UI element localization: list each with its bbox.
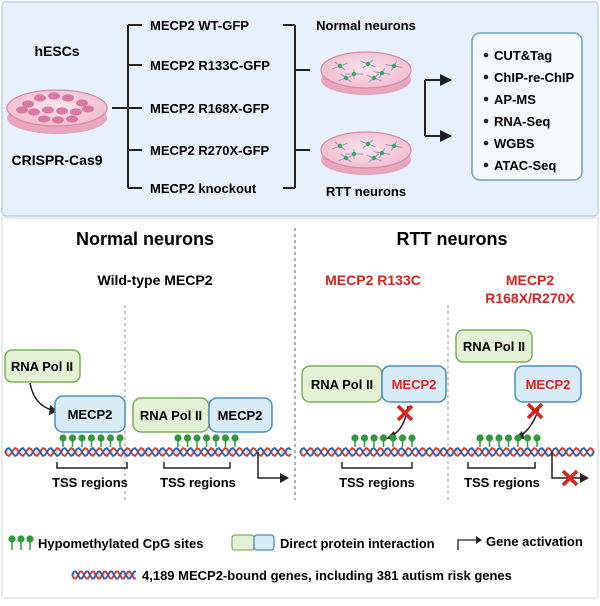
tss-bracket-1 xyxy=(56,462,128,469)
tss-bracket-4 xyxy=(467,462,536,469)
r133c-subtitle: MECP2 R133C xyxy=(325,272,421,288)
line-knockout: MECP2 knockout xyxy=(150,181,257,196)
normal-neuron-dish xyxy=(320,51,412,95)
trunc-subtitle-1: MECP2 xyxy=(506,272,554,288)
dna-strand xyxy=(4,447,595,457)
assay-bracket xyxy=(424,74,452,142)
rna-pol-box-4 xyxy=(455,329,533,363)
tss-label-1: TSS regions xyxy=(52,475,128,490)
activation-arrowhead-2 xyxy=(280,473,289,483)
rtt-title: RTT neurons xyxy=(397,229,508,249)
block-icon-activation xyxy=(561,469,579,487)
rtt-neuron-dish xyxy=(320,131,412,175)
rna-pol-label-3: RNA Pol II xyxy=(311,377,373,392)
assay-ap-ms: AP-MS xyxy=(494,92,536,107)
line-wt: MECP2 WT-GFP xyxy=(150,18,249,33)
cpg-cluster-4 xyxy=(476,434,541,447)
dna-helix-normal xyxy=(4,447,292,457)
mecp2-box-1 xyxy=(54,395,126,433)
legend-activation-text: Gene activation xyxy=(486,534,583,549)
tss-label-4: TSS regions xyxy=(464,475,540,490)
block-icon-3 xyxy=(396,404,414,422)
wt-subtitle: Wild-type MECP2 xyxy=(98,272,213,288)
assay-chip-re-chip: ChIP-re-ChIP xyxy=(494,70,575,85)
activation-arrowhead-4 xyxy=(580,473,589,483)
line-r270x: MECP2 R270X-GFP xyxy=(150,143,270,158)
mecp2-label-1: MECP2 xyxy=(68,407,113,422)
legend-interaction-text: Direct protein interaction xyxy=(280,536,435,551)
mecp2-box-2 xyxy=(208,397,273,433)
legend-cpg-text: Hypomethylated CpG sites xyxy=(38,536,203,551)
block-icon-4 xyxy=(526,402,544,420)
tss-label-2: TSS regions xyxy=(160,475,236,490)
dna-helix-rtt xyxy=(299,447,595,457)
hesc-dish xyxy=(6,89,108,134)
tss-bracket-3 xyxy=(341,462,413,469)
bracket-ticks-left xyxy=(128,24,142,189)
mecp2-label-3: MECP2 xyxy=(392,377,437,392)
line-r168x: MECP2 R168X-GFP xyxy=(150,101,270,116)
legend-genes-text: 4,189 MECP2-bound genes, including 381 a… xyxy=(142,568,512,583)
cpg-sites xyxy=(59,434,541,447)
rna-pol-box-1 xyxy=(4,349,81,383)
legend-dna-icon xyxy=(71,570,136,580)
tss-label-3: TSS regions xyxy=(339,475,415,490)
assay-list: CUT&Tag ChIP-re-ChIP AP-MS RNA-Seq WGBS … xyxy=(483,48,575,173)
cpg-cluster-3 xyxy=(351,434,416,447)
bracket-ticks-right xyxy=(283,24,310,189)
cpg-cluster-1 xyxy=(59,434,124,447)
line-r133c: MECP2 R133C-GFP xyxy=(150,58,270,73)
assay-atac-seq: ATAC-Seq xyxy=(494,158,556,173)
assay-cut-tag: CUT&Tag xyxy=(494,48,552,63)
mecp2-box-4 xyxy=(514,365,582,403)
normal-title: Normal neurons xyxy=(76,229,214,249)
cpg-cluster-2 xyxy=(174,434,239,447)
legend-interaction-icon xyxy=(231,534,275,551)
rtt-neurons-label: RTT neurons xyxy=(326,184,406,199)
rna-pol-label-2: RNA Pol II xyxy=(140,408,202,423)
mecp2-label-4: MECP2 xyxy=(526,377,571,392)
top-panel xyxy=(1,1,599,217)
activation-arrow-2 xyxy=(257,452,282,479)
trunc-subtitle-2: R168X/R270X xyxy=(485,290,575,306)
legend-activation-icon xyxy=(457,536,482,550)
mecp2-label-2: MECP2 xyxy=(218,408,263,423)
crispr-label: CRISPR-Cas9 xyxy=(11,152,102,168)
normal-neurons-label: Normal neurons xyxy=(316,18,416,33)
recruit-arrow xyxy=(29,382,53,411)
assay-rna-seq: RNA-Seq xyxy=(494,114,550,129)
assay-wgbs: WGBS xyxy=(494,136,535,151)
tss-bracket-2 xyxy=(163,462,231,469)
hescs-label: hESCs xyxy=(34,43,79,59)
mecp2-box-3 xyxy=(381,365,447,403)
rna-pol-label-4: RNA Pol II xyxy=(463,339,525,354)
rna-pol-label-1: RNA Pol II xyxy=(11,359,73,374)
dna-helix-legend xyxy=(71,570,136,580)
legend-cpg-icon xyxy=(8,535,34,550)
assays-box xyxy=(471,32,583,181)
recruit-arrowhead xyxy=(49,405,58,415)
